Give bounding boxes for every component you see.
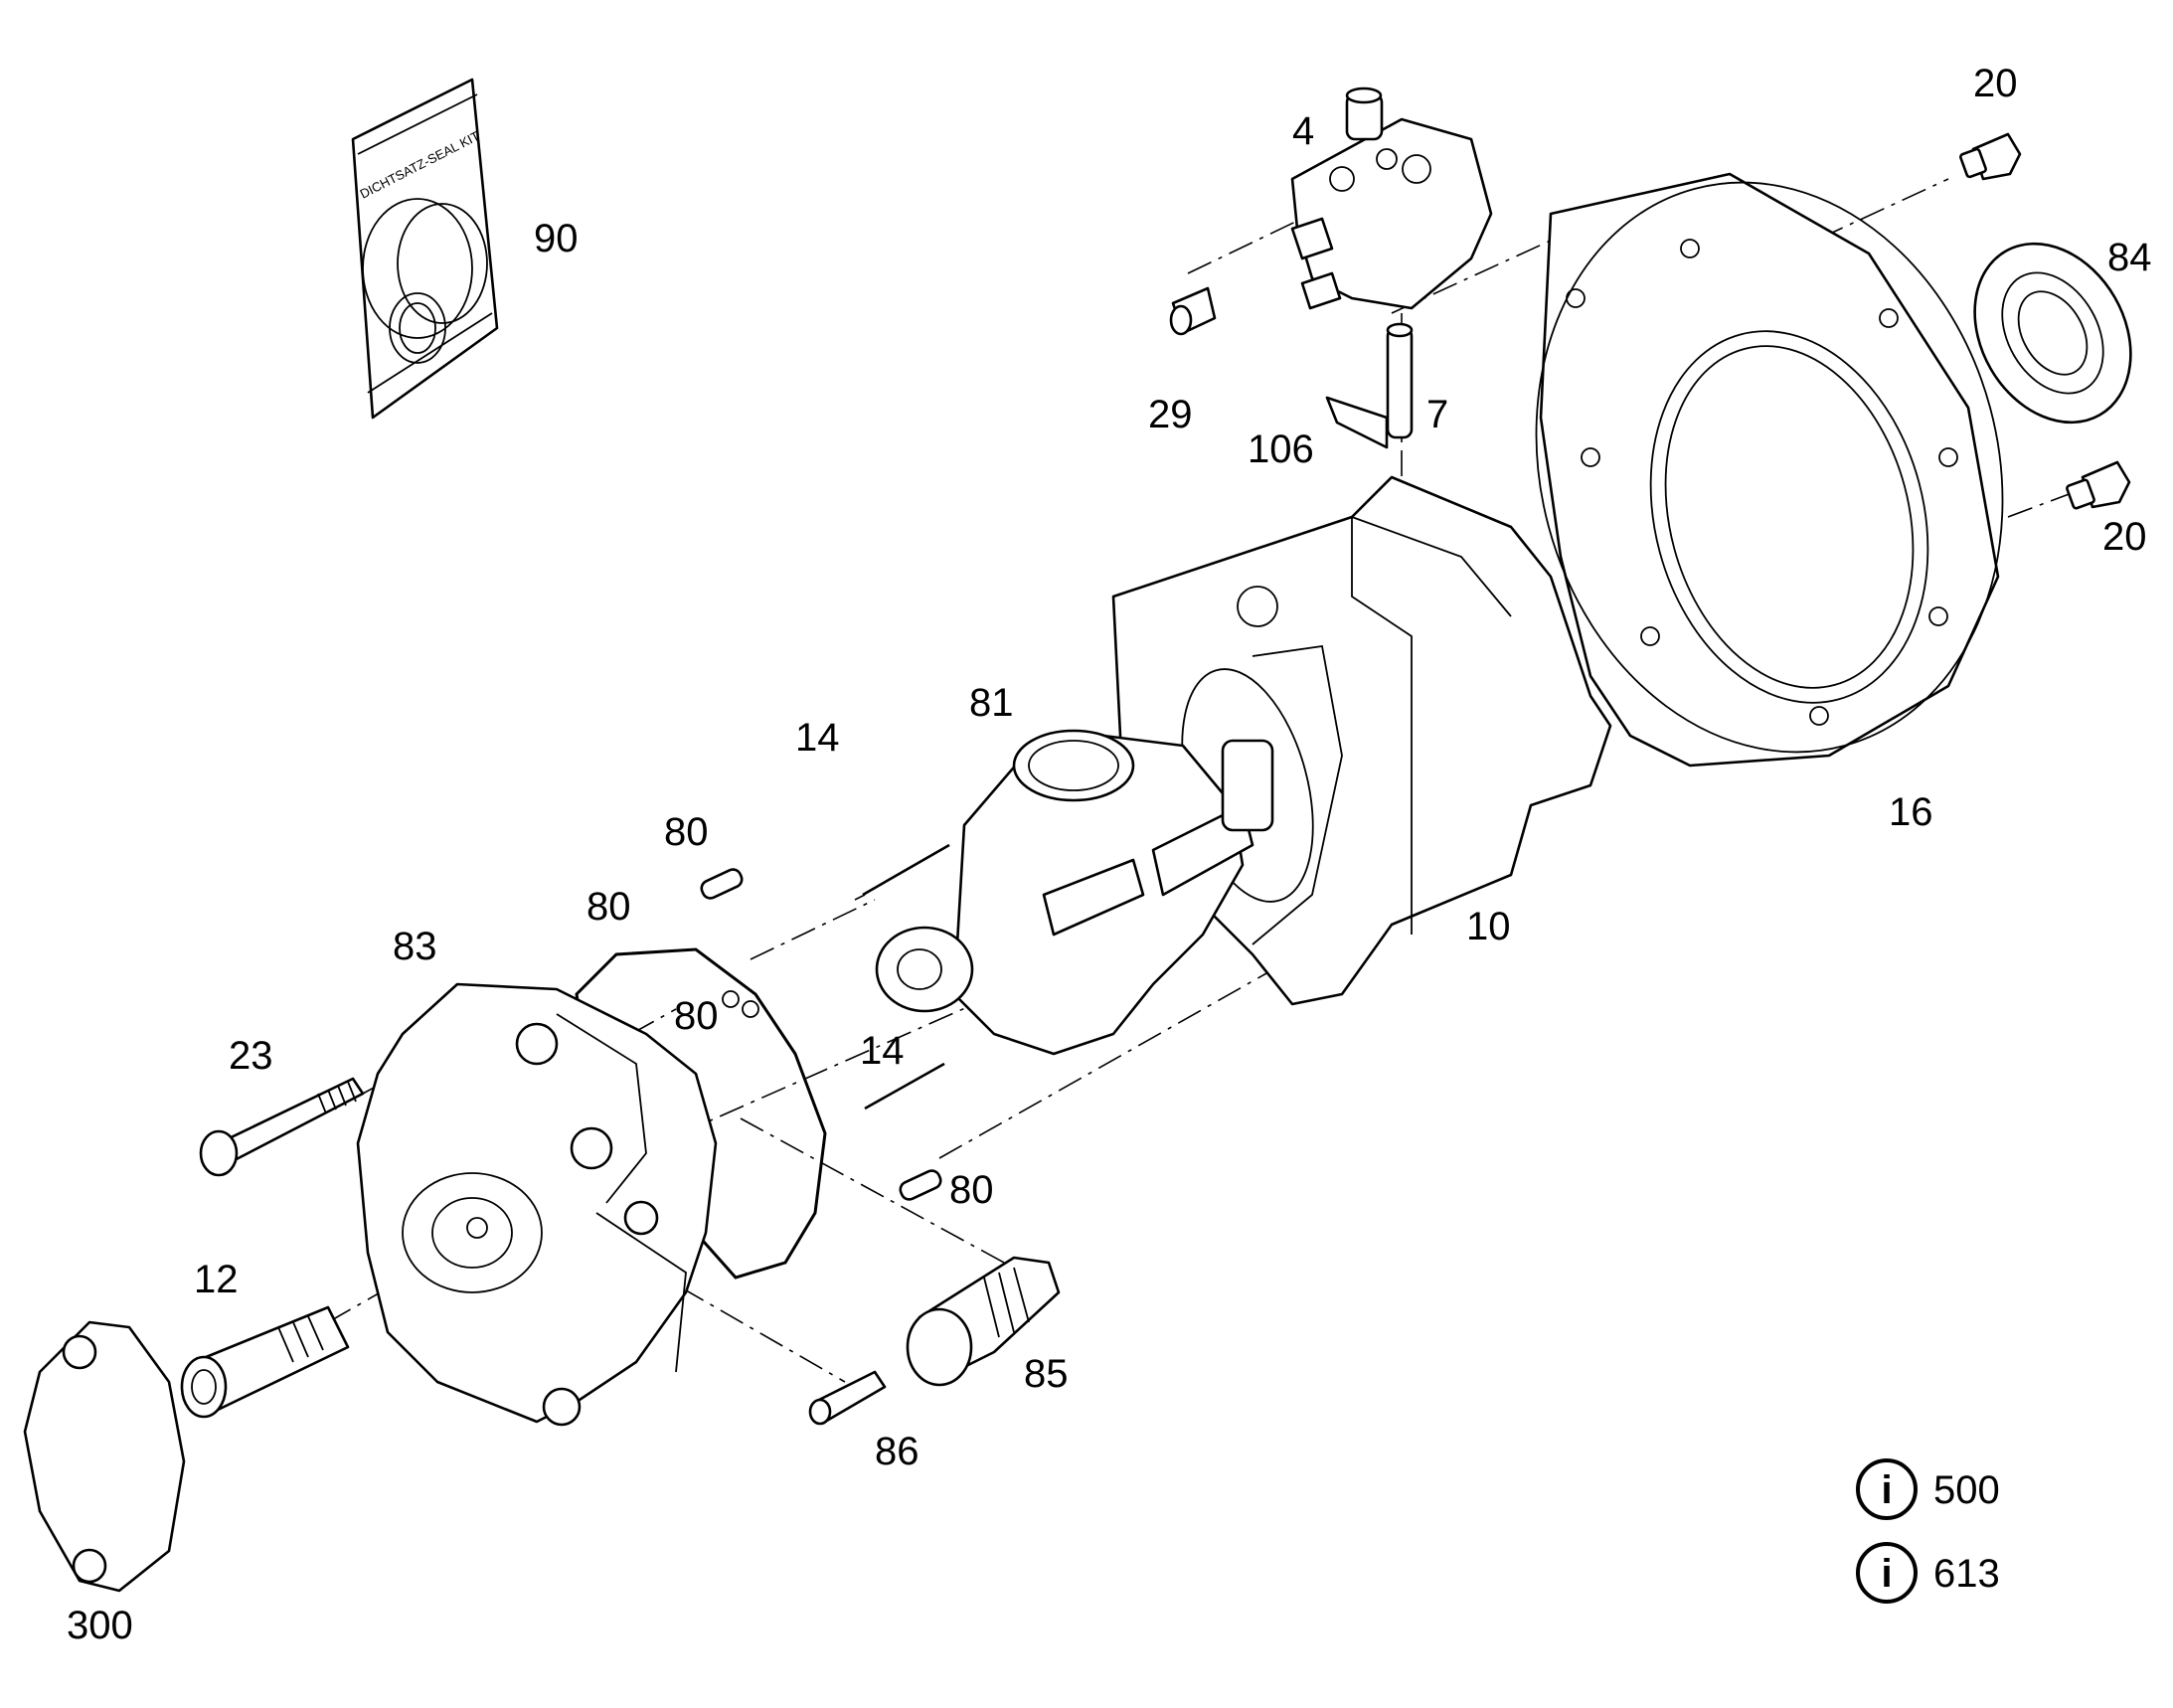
label-85: 85 xyxy=(1024,1352,1069,1396)
info-icon-glyph: i xyxy=(1881,1468,1892,1512)
cover-plate-300 xyxy=(23,1320,186,1593)
label-10: 10 xyxy=(1466,905,1511,948)
label-20-bottom: 20 xyxy=(2102,515,2147,559)
label-14-bottom: 14 xyxy=(860,1029,905,1073)
label-80-d: 80 xyxy=(949,1168,994,1212)
pin-14-bottom xyxy=(864,1062,945,1110)
info-ref-number: 500 xyxy=(1933,1468,2000,1512)
drive-shaft-12 xyxy=(180,1305,350,1419)
label-300: 300 xyxy=(67,1604,133,1647)
label-29: 29 xyxy=(1148,393,1193,436)
control-valve xyxy=(1290,86,1493,310)
label-83: 83 xyxy=(393,925,437,968)
info-icon-glyph: i xyxy=(1881,1552,1892,1596)
part-labels: 4 7 10 12 14 14 16 20 20 23 29 80 80 80 … xyxy=(67,62,2152,1647)
info-ref-number: 613 xyxy=(1933,1552,2000,1596)
orifice-7 xyxy=(1386,322,1414,439)
label-90: 90 xyxy=(534,217,579,260)
bolt-20-top xyxy=(1959,132,2022,181)
seal-kit-bag: DICHTSATZ-SEAL KIT xyxy=(351,78,499,420)
bolt-20-bottom xyxy=(2066,460,2131,510)
label-106: 106 xyxy=(1248,427,1314,471)
rotating-group xyxy=(875,729,1274,1056)
pin-14-top xyxy=(862,843,950,897)
label-80-b: 80 xyxy=(586,885,631,929)
label-80-c: 80 xyxy=(674,994,719,1038)
label-81: 81 xyxy=(969,681,1014,725)
plug-86 xyxy=(808,1370,887,1426)
label-16: 16 xyxy=(1889,790,1933,834)
label-80-a: 80 xyxy=(664,810,709,854)
label-7: 7 xyxy=(1426,393,1448,436)
label-84: 84 xyxy=(2107,236,2152,279)
dowel-80-top xyxy=(700,868,744,900)
info-icon xyxy=(1856,1542,1918,1604)
label-12: 12 xyxy=(194,1258,239,1301)
valve-85 xyxy=(906,1256,1061,1387)
plug-29 xyxy=(1169,286,1217,336)
label-23: 23 xyxy=(229,1034,273,1078)
info-ref-613[interactable]: i 613 xyxy=(1856,1542,2000,1604)
dowel-80-bottom xyxy=(899,1169,942,1201)
label-86: 86 xyxy=(875,1430,919,1473)
mounting-flange xyxy=(1535,172,2004,768)
label-20-top: 20 xyxy=(1973,62,2018,105)
shaft-seal xyxy=(1973,242,2132,425)
info-icon xyxy=(1856,1458,1918,1520)
cap-screw-23 xyxy=(199,1077,365,1177)
info-ref-500[interactable]: i 500 xyxy=(1856,1458,2000,1520)
label-4: 4 xyxy=(1292,109,1314,153)
shim-106 xyxy=(1325,396,1389,449)
label-14-top: 14 xyxy=(795,716,840,760)
port-plate xyxy=(356,982,718,1427)
